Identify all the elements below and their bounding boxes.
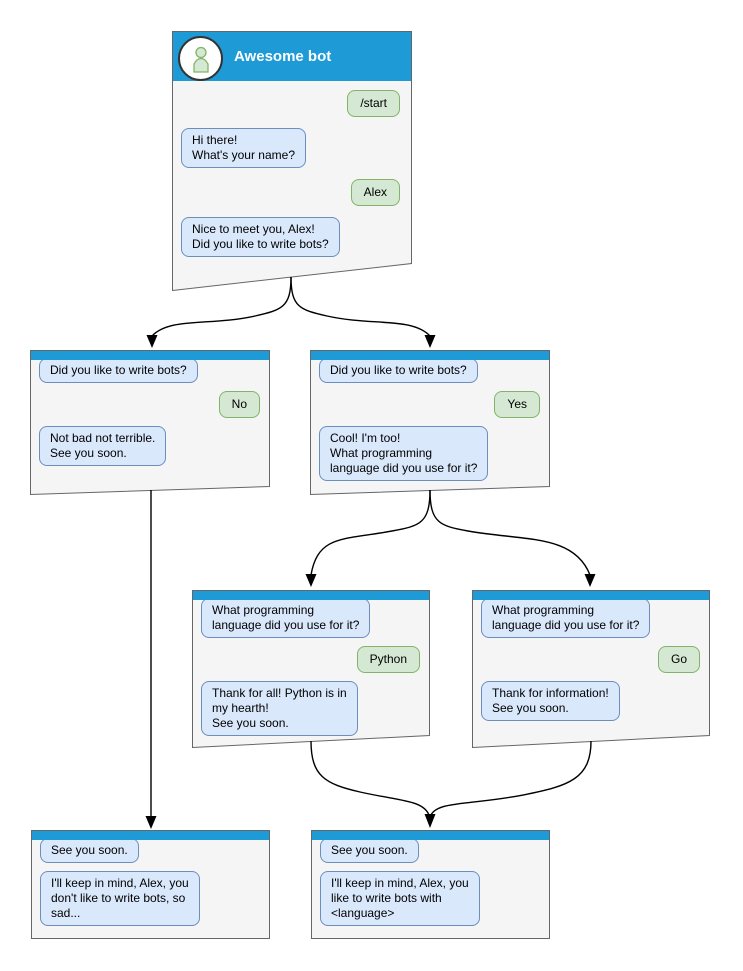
edge-python-to-end: [310, 740, 430, 816]
window-titlebar: [311, 351, 549, 360]
arrowhead: [145, 816, 157, 829]
chat-bubble-bot: I'll keep in mind, Alex, you like to wri…: [320, 871, 480, 926]
arrowhead: [146, 335, 158, 348]
chat-window-branch-no: Did you like to write bots? No Not bad n…: [30, 350, 270, 496]
arrowhead: [584, 574, 596, 587]
chat-bubble-user: No: [218, 391, 260, 418]
chat-bubble-bot: See you soon.: [40, 838, 139, 863]
chat-bubble-user: Alex: [350, 179, 400, 206]
chat-bubble-bot: Nice to meet you, Alex! Did you like to …: [181, 217, 340, 257]
chat-bubble-bot: What programming language did you use fo…: [481, 598, 651, 638]
chat-window-main: Awesome bot /start Hi there! What's your…: [172, 31, 412, 291]
window-titlebar: [32, 831, 269, 840]
chat-bubble-bot: Did you like to write bots?: [319, 358, 478, 383]
chat-window-end-language: See you soon. I'll keep in mind, Alex, y…: [311, 830, 550, 939]
chat-bubble-bot: Thank for all! Python is in my hearth! S…: [201, 681, 358, 736]
person-icon: [192, 46, 209, 73]
chat-bubble-bot: Not bad not terrible. See you soon.: [39, 426, 167, 466]
bot-title: Awesome bot: [234, 48, 332, 65]
chat-bubble-bot: Hi there! What's your name?: [181, 128, 307, 168]
chat-bubble-bot: Thank for information! See you soon.: [481, 681, 620, 721]
edge-yes-to-go: [429, 489, 591, 576]
chat-bubble-user: Yes: [494, 391, 540, 418]
chat-bubble-bot: Did you like to write bots?: [39, 358, 198, 383]
window-titlebar: Awesome bot: [173, 32, 411, 81]
chat-window-branch-python: What programming language did you use fo…: [192, 590, 430, 748]
chat-bubble-bot: What programming language did you use fo…: [201, 598, 371, 638]
edge-yes-to-python: [310, 489, 431, 576]
chat-window-branch-go: What programming language did you use fo…: [472, 590, 710, 748]
chat-window-branch-yes: Did you like to write bots? Yes Cool! I'…: [310, 350, 550, 496]
chat-bubble-user: Go: [657, 646, 700, 673]
bot-avatar: [178, 36, 223, 81]
chat-bubble-bot: Cool! I'm too! What programming language…: [319, 426, 489, 481]
window-titlebar: [473, 591, 709, 600]
arrowhead: [424, 335, 436, 348]
window-titlebar: [312, 831, 549, 840]
arrowhead: [424, 814, 436, 828]
arrowhead: [305, 574, 317, 587]
edge-go-to-end: [430, 740, 592, 816]
chat-window-end-no: See you soon. I'll keep in mind, Alex, y…: [31, 830, 270, 939]
chat-bubble-bot: I'll keep in mind, Alex, you don't like …: [40, 871, 200, 926]
chat-bubble-bot: See you soon.: [320, 838, 419, 863]
window-titlebar: [193, 591, 429, 600]
window-titlebar: [31, 351, 269, 360]
chat-bubble-user: Python: [356, 646, 420, 673]
chat-bubble-user: /start: [347, 90, 400, 117]
